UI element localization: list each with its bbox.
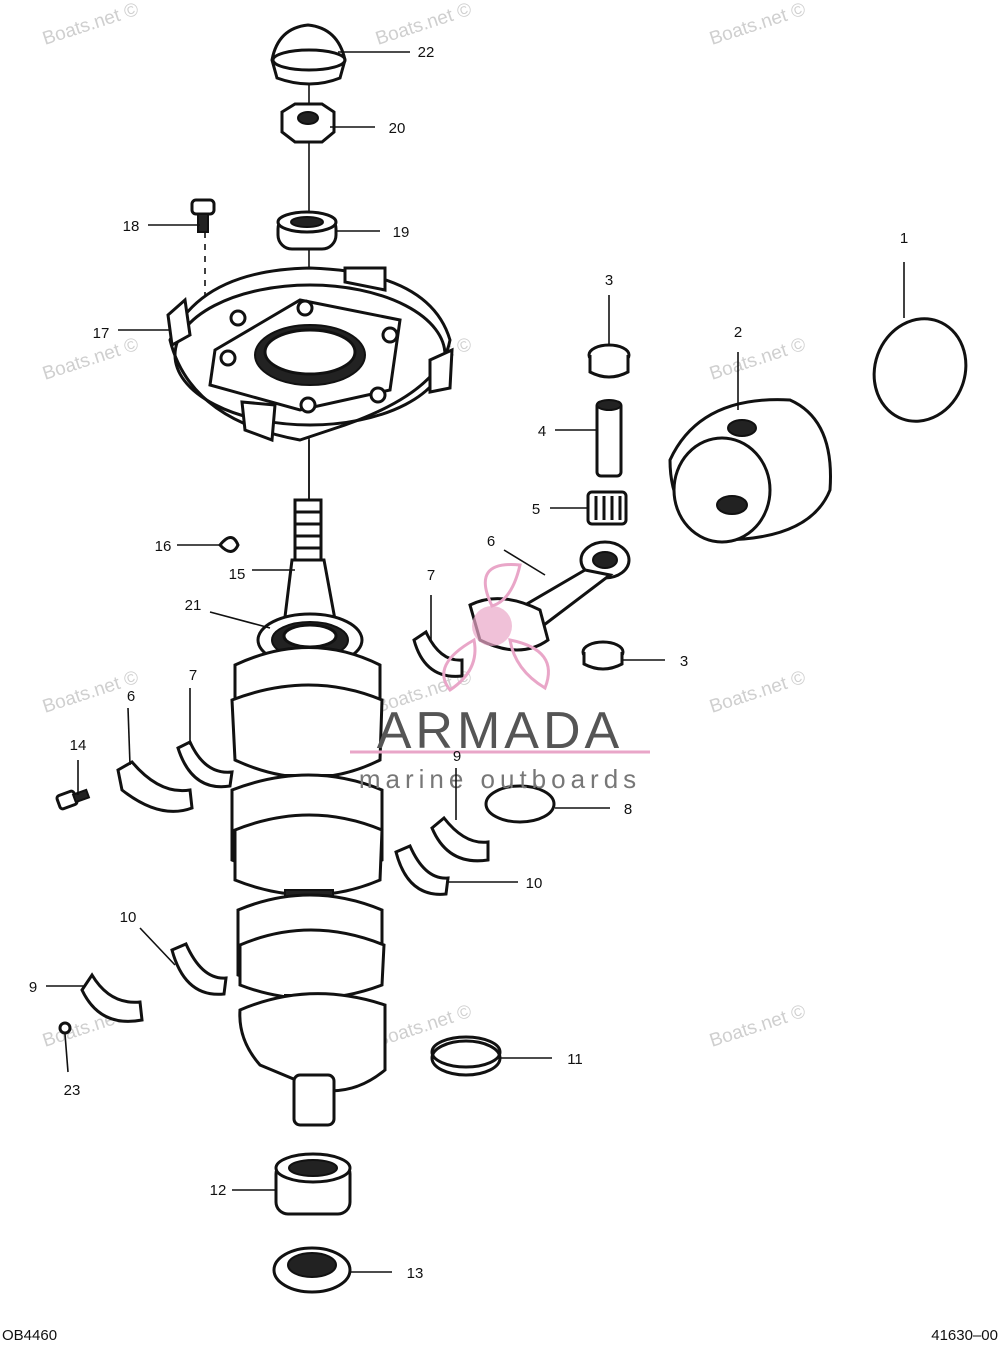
- callout-10-left: 10: [120, 909, 137, 926]
- callout-20: 20: [389, 120, 406, 137]
- figure-code-left: OB4460: [2, 1327, 58, 1344]
- callout-21: 21: [185, 597, 202, 614]
- callout-14: 14: [70, 737, 87, 754]
- callout-7: 7: [427, 567, 435, 584]
- part-13-seal: [272, 1246, 352, 1294]
- part-10-bearing-right: [394, 844, 450, 896]
- callout-5: 5: [532, 501, 540, 518]
- callout-16: 16: [155, 538, 172, 555]
- part-9-race-right: [430, 815, 490, 863]
- part-3-bearing-top: [587, 343, 631, 379]
- part-8-retaining-ring: [484, 784, 556, 824]
- brand-name: ARMADA: [377, 702, 623, 760]
- callout-19: 19: [393, 224, 410, 241]
- callout-17: 17: [93, 325, 110, 342]
- brand-logo: ARMADA marine outboards: [350, 563, 650, 794]
- part-3-bearing-right: [581, 640, 625, 671]
- callout-18: 18: [123, 218, 140, 235]
- callout-13: 13: [407, 1265, 424, 1282]
- part-6-rod-cap: [116, 760, 194, 813]
- part-15-crankshaft: [230, 498, 387, 1127]
- leader-lines: [46, 51, 905, 1273]
- figure-code-right: 41630–00: [931, 1327, 998, 1344]
- part-16-key: [218, 536, 240, 553]
- callout-7-left: 7: [189, 667, 197, 684]
- part-4-wrist-pin: [595, 399, 623, 478]
- callout-11: 11: [567, 1051, 583, 1068]
- callouts: 1 2 3 3 4 5 6 6 7 7 8 9 9 10 10 11 12 13…: [29, 44, 908, 1282]
- callout-12: 12: [210, 1182, 227, 1199]
- part-19-seal: [276, 210, 338, 251]
- callout-15: 15: [229, 566, 246, 583]
- callout-3-lower: 3: [680, 653, 688, 670]
- watermark: Boats.net ©: [40, 334, 141, 385]
- callout-9: 9: [453, 748, 461, 765]
- callout-10: 10: [526, 875, 543, 892]
- callout-23: 23: [64, 1082, 81, 1099]
- watermark: Boats.net ©: [707, 334, 808, 385]
- brand-tagline: marine outboards: [359, 764, 641, 794]
- part-22-cap: [270, 23, 347, 86]
- part-1-piston-ring: [872, 317, 968, 423]
- part-17-stator-plate: [166, 266, 454, 443]
- callout-6-left: 6: [127, 688, 135, 705]
- part-5-needle-bearing: [586, 490, 628, 526]
- callout-3: 3: [605, 272, 613, 289]
- part-2-piston: [668, 398, 832, 544]
- part-7-bearing-left: [176, 739, 234, 789]
- callout-6: 6: [487, 533, 495, 550]
- part-18-screw: [190, 198, 216, 300]
- part-23-dowel: [58, 1021, 72, 1035]
- watermark: Boats.net ©: [707, 0, 808, 50]
- part-20-nut: [280, 102, 336, 144]
- part-10-bearing-left: [170, 942, 228, 996]
- watermark: Boats.net ©: [707, 1001, 808, 1052]
- watermark: Boats.net ©: [373, 0, 474, 50]
- callout-4: 4: [538, 423, 546, 440]
- callout-9-left: 9: [29, 979, 37, 996]
- part-12-roller-bearing: [274, 1152, 352, 1216]
- propeller-icon: [442, 563, 550, 693]
- watermark: Boats.net ©: [40, 0, 141, 50]
- callout-2: 2: [734, 324, 742, 341]
- part-14-screw: [55, 788, 91, 811]
- part-11-ring: [430, 1035, 502, 1077]
- callout-1: 1: [900, 230, 908, 247]
- part-9-race-left: [80, 972, 144, 1023]
- part-7-bearing-right: [412, 629, 464, 678]
- callout-8: 8: [624, 801, 632, 818]
- watermark: Boats.net ©: [707, 667, 808, 718]
- callout-22: 22: [418, 44, 435, 61]
